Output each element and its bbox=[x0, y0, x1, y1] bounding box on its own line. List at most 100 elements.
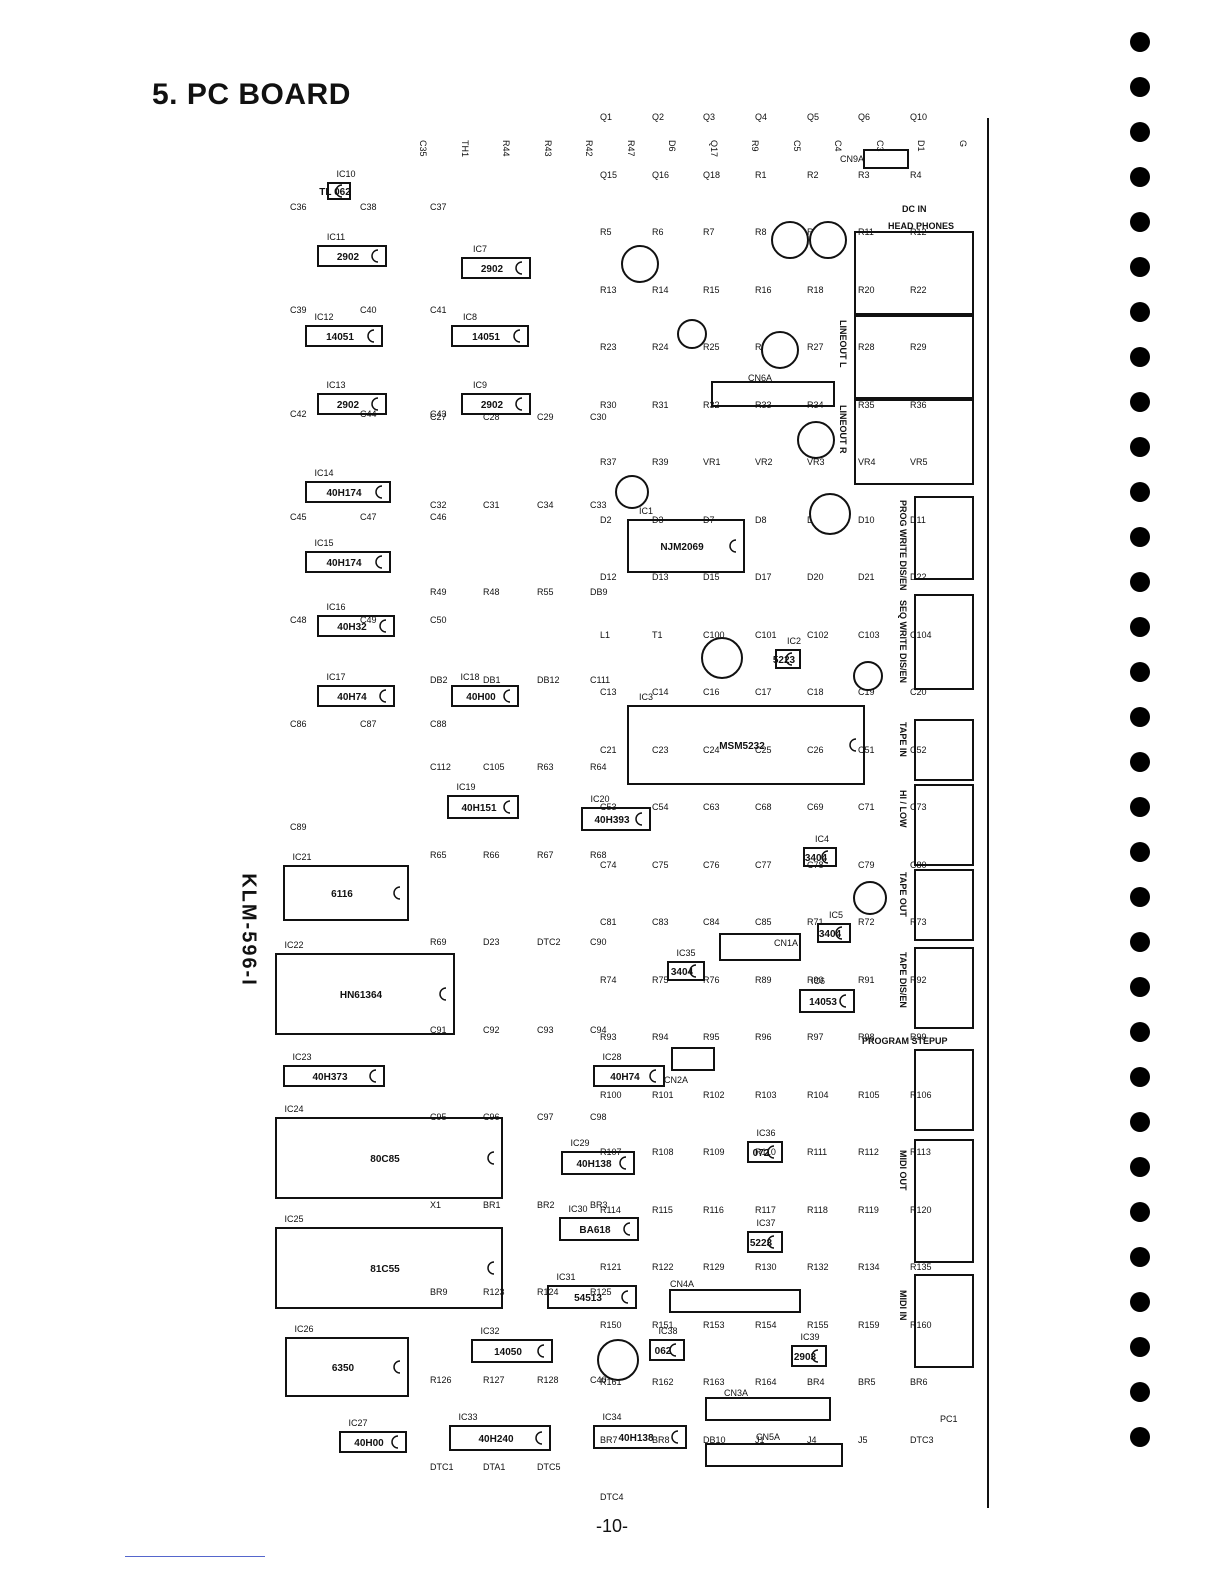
trimmers bbox=[597, 221, 887, 1381]
part-label: D15 bbox=[703, 572, 720, 582]
midi-in-label: MIDI IN bbox=[898, 1290, 908, 1321]
part-label: R91 bbox=[858, 975, 875, 985]
part-label: DTC4 bbox=[600, 1492, 624, 1502]
part-label: BR8 bbox=[652, 1435, 670, 1445]
cn5a-label: CN5A bbox=[756, 1432, 780, 1442]
ic-ref: IC1 bbox=[639, 506, 653, 516]
part-label: R129 bbox=[703, 1262, 725, 1272]
ic-part: 062 bbox=[655, 1346, 672, 1357]
part-label: R33 bbox=[755, 400, 772, 410]
ic-ref: IC10 bbox=[336, 169, 355, 179]
part-label: R98 bbox=[858, 1032, 875, 1042]
program-stepup-label: PROGRAM STEPUP bbox=[862, 1036, 948, 1046]
part-label: DTC1 bbox=[430, 1462, 454, 1472]
part-label: R116 bbox=[703, 1205, 724, 1215]
part-label: C71 bbox=[858, 802, 875, 812]
ic-part: 3404 bbox=[671, 967, 694, 978]
c1-capacitor bbox=[809, 221, 847, 259]
ic-ref: IC5 bbox=[829, 910, 843, 920]
program-stepup-jack bbox=[914, 1049, 974, 1131]
connector-labels: DC IN HEAD PHONES LINEOUT L LINEOUT R PR… bbox=[838, 204, 954, 1321]
part-label: VR2 bbox=[755, 457, 773, 467]
part-label: R104 bbox=[807, 1090, 829, 1100]
part-label: R132 bbox=[807, 1262, 829, 1272]
part-label: C112 bbox=[430, 762, 451, 772]
part-label: R68 bbox=[590, 850, 607, 860]
header-connectors: CN9A CN6A CN1A CN2A CN4A CN3A CN5A PC1 bbox=[664, 149, 958, 1467]
part-label: R150 bbox=[600, 1320, 622, 1330]
part-label: R155 bbox=[807, 1320, 829, 1330]
part-label: R89 bbox=[755, 975, 772, 985]
ic-ref: IC18 bbox=[460, 672, 479, 682]
ic-ref: IC27 bbox=[348, 1418, 367, 1428]
part-label: C39 bbox=[290, 305, 307, 315]
part-label: C69 bbox=[807, 802, 824, 812]
part-label: R128 bbox=[537, 1375, 559, 1385]
ic-ref: IC20 bbox=[590, 794, 609, 804]
ic-ref: IC22 bbox=[284, 940, 303, 950]
part-label: R31 bbox=[652, 400, 669, 410]
ic-chips: TL 062IC102902IC112902IC714051IC1214051I… bbox=[275, 169, 865, 1453]
part-label: C29 bbox=[537, 412, 554, 422]
part-label: VR1 bbox=[703, 457, 721, 467]
c16-capacitor bbox=[615, 475, 649, 509]
part-label: C4 bbox=[833, 140, 843, 152]
ic-ic35: 3404 IC35 bbox=[667, 948, 705, 981]
binding-hole bbox=[1130, 32, 1150, 52]
lineout-r-label: LINEOUT R bbox=[838, 405, 848, 454]
ic-ref: IC9 bbox=[473, 380, 487, 390]
part-label: C51 bbox=[858, 745, 875, 755]
part-label: C98 bbox=[590, 1112, 607, 1122]
part-label: C111 bbox=[590, 675, 610, 685]
part-label: R92 bbox=[910, 975, 927, 985]
part-label: R127 bbox=[483, 1375, 505, 1385]
ic-ref: IC13 bbox=[326, 380, 345, 390]
part-label: R32 bbox=[703, 400, 720, 410]
dc-in-label: DC IN bbox=[902, 204, 927, 214]
ic-part: 40H32 bbox=[337, 622, 367, 633]
binding-hole bbox=[1130, 482, 1150, 502]
part-label: R12 bbox=[910, 227, 927, 237]
binding-hole bbox=[1130, 77, 1150, 97]
binding-hole bbox=[1130, 392, 1150, 412]
part-label: R100 bbox=[600, 1090, 622, 1100]
part-label: C54 bbox=[652, 802, 669, 812]
part-label: R107 bbox=[600, 1147, 622, 1157]
part-label: BR5 bbox=[858, 1377, 876, 1387]
ic-part: 3404 bbox=[805, 853, 828, 864]
part-label: X1 bbox=[430, 1200, 441, 1210]
lineout-l-jack bbox=[854, 315, 974, 399]
binding-hole bbox=[1130, 1022, 1150, 1042]
part-label: C44 bbox=[360, 409, 377, 419]
ic-part: 40H393 bbox=[594, 815, 629, 826]
ic-ref: IC32 bbox=[480, 1326, 499, 1336]
part-label: R108 bbox=[652, 1147, 674, 1157]
ic-ref: IC36 bbox=[756, 1128, 775, 1138]
part-label: R15 bbox=[703, 285, 720, 295]
part-label: C46 bbox=[430, 512, 447, 522]
ic-ref: IC35 bbox=[676, 948, 695, 958]
part-label: C104 bbox=[910, 630, 932, 640]
binding-hole bbox=[1130, 302, 1150, 322]
part-label: R69 bbox=[430, 937, 447, 947]
binding-hole bbox=[1130, 752, 1150, 772]
ic-ref: IC17 bbox=[326, 672, 345, 682]
lineout-r-jack bbox=[854, 399, 974, 485]
part-label: C63 bbox=[703, 802, 720, 812]
tape-in-jack bbox=[914, 719, 974, 781]
part-label: C80 bbox=[910, 860, 927, 870]
ic-part: 5223 bbox=[773, 655, 796, 666]
part-label: C89 bbox=[290, 822, 307, 832]
ic-ref: IC34 bbox=[602, 1412, 621, 1422]
part-label: R134 bbox=[858, 1262, 880, 1272]
ic-ref: IC8 bbox=[463, 312, 477, 322]
binding-hole bbox=[1130, 1247, 1150, 1267]
part-label: C32 bbox=[430, 500, 447, 510]
